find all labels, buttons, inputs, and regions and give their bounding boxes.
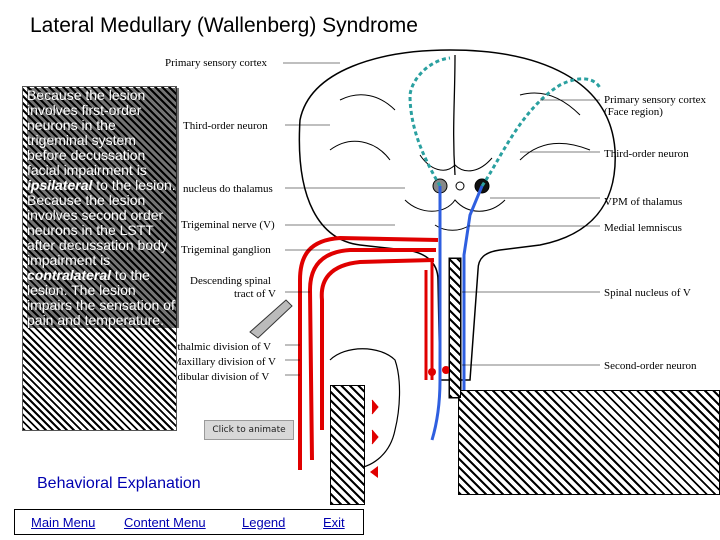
page-title: Lateral Medullary (Wallenberg) Syndrome (30, 14, 418, 37)
label-medial-lemniscus: Medial lemniscus (604, 222, 682, 234)
trigeminal-pathway-red (298, 235, 439, 470)
label-nucleus-thalamus: nucleus do thalamus (183, 183, 273, 195)
legend-link[interactable]: Legend (242, 515, 286, 530)
label-descending-spinal: Descending spinal (190, 275, 271, 287)
animate-button[interactable]: Click to animate (204, 420, 294, 440)
explanation-part-3: to the lesion. The lesion impairs the se… (27, 267, 175, 328)
label-spinal-nucleus-v: Spinal nucleus of V (604, 287, 691, 299)
label-third-order-neuron: Third-order neuron (183, 120, 268, 132)
face-outline (329, 348, 401, 469)
nav-bar: Main Menu Content Menu Legend Exit (14, 509, 364, 535)
label-maxillary-division: Maxillary division of V (172, 356, 276, 368)
label-primary-sensory-cortex-right: Primary sensory cortex (604, 94, 707, 106)
label-tract-of-v: tract of V (234, 288, 276, 300)
label-ophthalmic-division: pthalmic division of V (172, 341, 272, 353)
label-trigeminal-ganglion: Trigeminal ganglion (181, 244, 271, 256)
hatched-spinal-column (449, 258, 461, 398)
content-menu-link[interactable]: Content Menu (124, 515, 206, 530)
brain-outline (298, 49, 616, 381)
label-mandibular-division: ndibular division of V (172, 371, 270, 383)
third-order-pathway (408, 56, 602, 187)
hatched-overlay-right (458, 390, 720, 495)
behavioral-explanation-link[interactable]: Behavioral Explanation (37, 475, 201, 492)
explanation-part-2: to the lesion. Because the lesion involv… (27, 177, 176, 268)
label-vpm-thalamus: VPM of thalamus (604, 196, 683, 208)
scalpel-icon (249, 299, 293, 339)
explanation-part-1: Because the lesion involves first-order … (27, 87, 147, 178)
term-ipsilateral: ipsilateral (27, 177, 93, 193)
explanation-text: Because the lesion involves first-order … (27, 88, 179, 328)
hatched-overlay-face (330, 385, 365, 505)
label-second-order-neuron: Second-order neuron (604, 360, 697, 372)
label-face-region: (Face region) (604, 106, 663, 118)
term-contralateral: contralateral (27, 267, 112, 283)
exit-link[interactable]: Exit (323, 515, 345, 530)
label-third-order-neuron-right: Third-order neuron (604, 148, 689, 160)
main-menu-link[interactable]: Main Menu (31, 515, 96, 530)
label-primary-sensory-cortex: Primary sensory cortex (165, 57, 268, 69)
label-trigeminal-nerve: Trigeminal nerve (V) (181, 219, 275, 231)
medial-lemniscus-pathway (430, 185, 484, 441)
